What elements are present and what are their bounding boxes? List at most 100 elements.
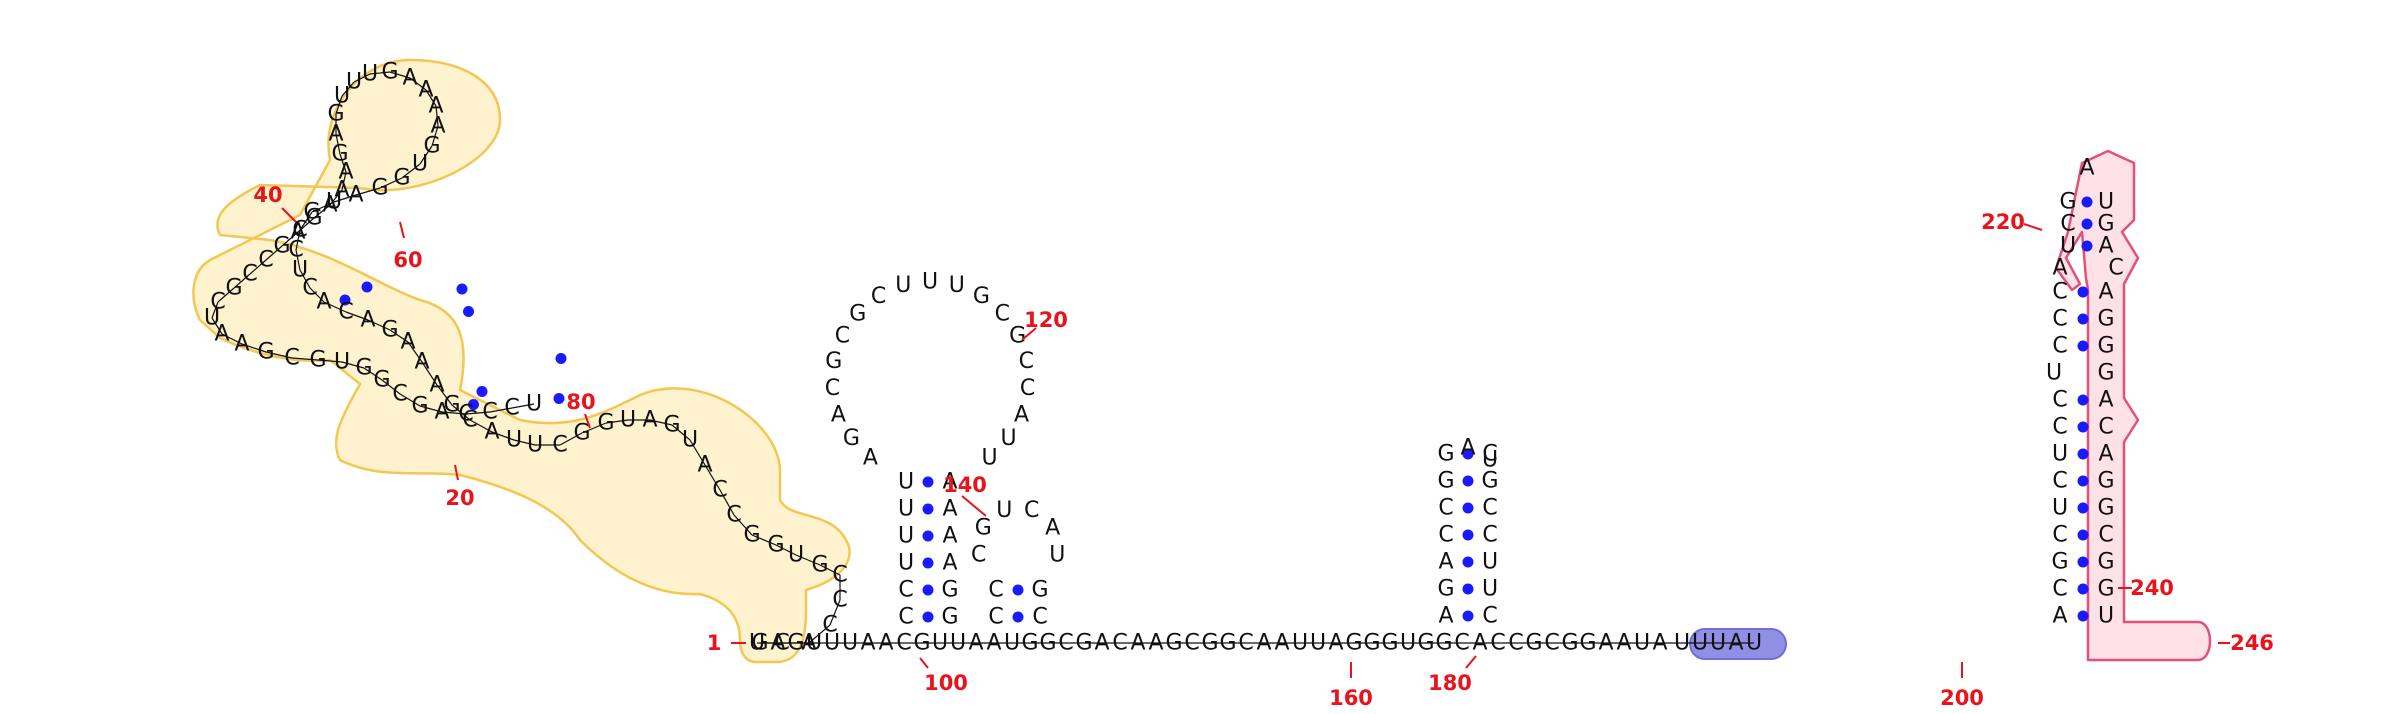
nucleotide: U [1674,631,1690,656]
backbone-link [313,204,331,219]
nucleotide: G [1031,578,1048,603]
backbone-link [241,343,267,353]
nucleotide: C [458,402,473,427]
position-label: 200 [1940,686,1984,710]
nucleotide: A [1438,550,1453,575]
nucleotide: A [968,631,983,656]
nucleotide: A [2098,442,2113,467]
base-pair-dot [922,503,934,515]
nucleotide: A [1598,631,1613,656]
nucleotide: G [975,516,992,541]
nucleotide: C [1482,442,1497,467]
base-pair-dot [2081,240,2093,252]
nucleotide: G [1009,324,1026,349]
position-label: 120 [1024,308,1068,332]
nucleotide: U [682,428,698,453]
nucleotide: U [1310,631,1326,656]
backbone-link [211,301,219,319]
nucleotide: U [1746,631,1762,656]
nucleotide: G [811,553,828,578]
backbone-link [233,273,251,289]
nucleotide: C [1019,349,1034,374]
nucleotide: G [1437,577,1454,602]
backbone-link [436,384,453,406]
nucleotide: A [986,631,1001,656]
position-label: 160 [1329,686,1373,710]
backbone-link [581,422,607,434]
nucleotide: U [949,273,965,298]
position-tick [961,495,987,517]
nucleotide: G [1219,631,1236,656]
base-pair-dot [1012,611,1024,623]
backbone-link [345,311,369,321]
nucleotide: C [210,290,225,315]
position-tick [919,657,929,669]
nucleotide: G [411,394,428,419]
base-pair-dot [456,283,468,295]
nucleotide: G [2051,550,2068,575]
backbone-link [489,407,513,413]
nucleotide: U [842,631,858,656]
base-pair-dot [468,399,479,410]
backbone-link [649,419,673,426]
nucleotide: A [697,453,712,478]
nucleotide: C [2052,523,2067,548]
nucleotide: U [204,306,220,331]
base-pair-dot [361,281,373,293]
nucleotide: A [860,631,875,656]
nucleotide: A [1130,631,1145,656]
nucleotide: G [381,60,398,85]
backbone-link [389,329,409,343]
base-pair-dot [1462,502,1474,514]
backbone-link [335,133,341,155]
base-pair-dot [922,584,934,596]
nucleotide: C [2098,415,2113,440]
nucleotide: U [898,497,914,522]
nucleotide: A [402,66,417,91]
backbone-link [297,217,315,233]
nucleotide: G [273,234,290,259]
backbone-link [513,439,536,446]
nucleotide: C [726,503,741,528]
nucleotide: C [392,382,407,407]
nucleotide: C [2052,307,2067,332]
position-label: 80 [566,390,595,414]
base-pair-dot [2077,502,2089,514]
backbone-link [491,431,515,441]
nucleotide: C [825,376,840,401]
nucleotide: U [1400,631,1416,656]
nucleotide: G [1021,631,1038,656]
nucleotide: G [751,631,768,656]
backbone-link [511,403,535,409]
backbone-link [419,145,433,165]
nucleotide: G [1345,631,1362,656]
backbone-link [431,125,439,147]
base-pair-dot [1462,475,1474,487]
nucleotide: U [749,631,765,656]
position-label: 240 [2130,576,2174,600]
nucleotide: C [482,400,497,425]
nucleotide: G [393,166,410,191]
base-pair-dot [2081,196,2093,208]
nucleotide: A [1256,631,1271,656]
nucleotide: G [303,200,320,225]
nucleotide: U [1634,631,1650,656]
nucleotide: C [832,563,847,588]
nucleotide: U [362,62,378,87]
nucleotide: U [824,631,840,656]
nucleotide: U [1692,631,1708,656]
nucleotide: U [898,551,914,576]
base-pair-dot [922,476,934,488]
nucleotide: C [871,284,886,309]
nucleotide: G [1381,631,1398,656]
backbone-link [221,333,243,345]
nucleotide: C [822,613,837,638]
nucleotide: U [527,433,543,458]
base-pair-dot [2077,610,2089,622]
nucleotide: A [770,631,785,656]
backbone-link [719,489,735,516]
base-pair-dot [2077,583,2089,595]
nucleotide: U [292,258,308,283]
backbone-link [389,71,411,79]
